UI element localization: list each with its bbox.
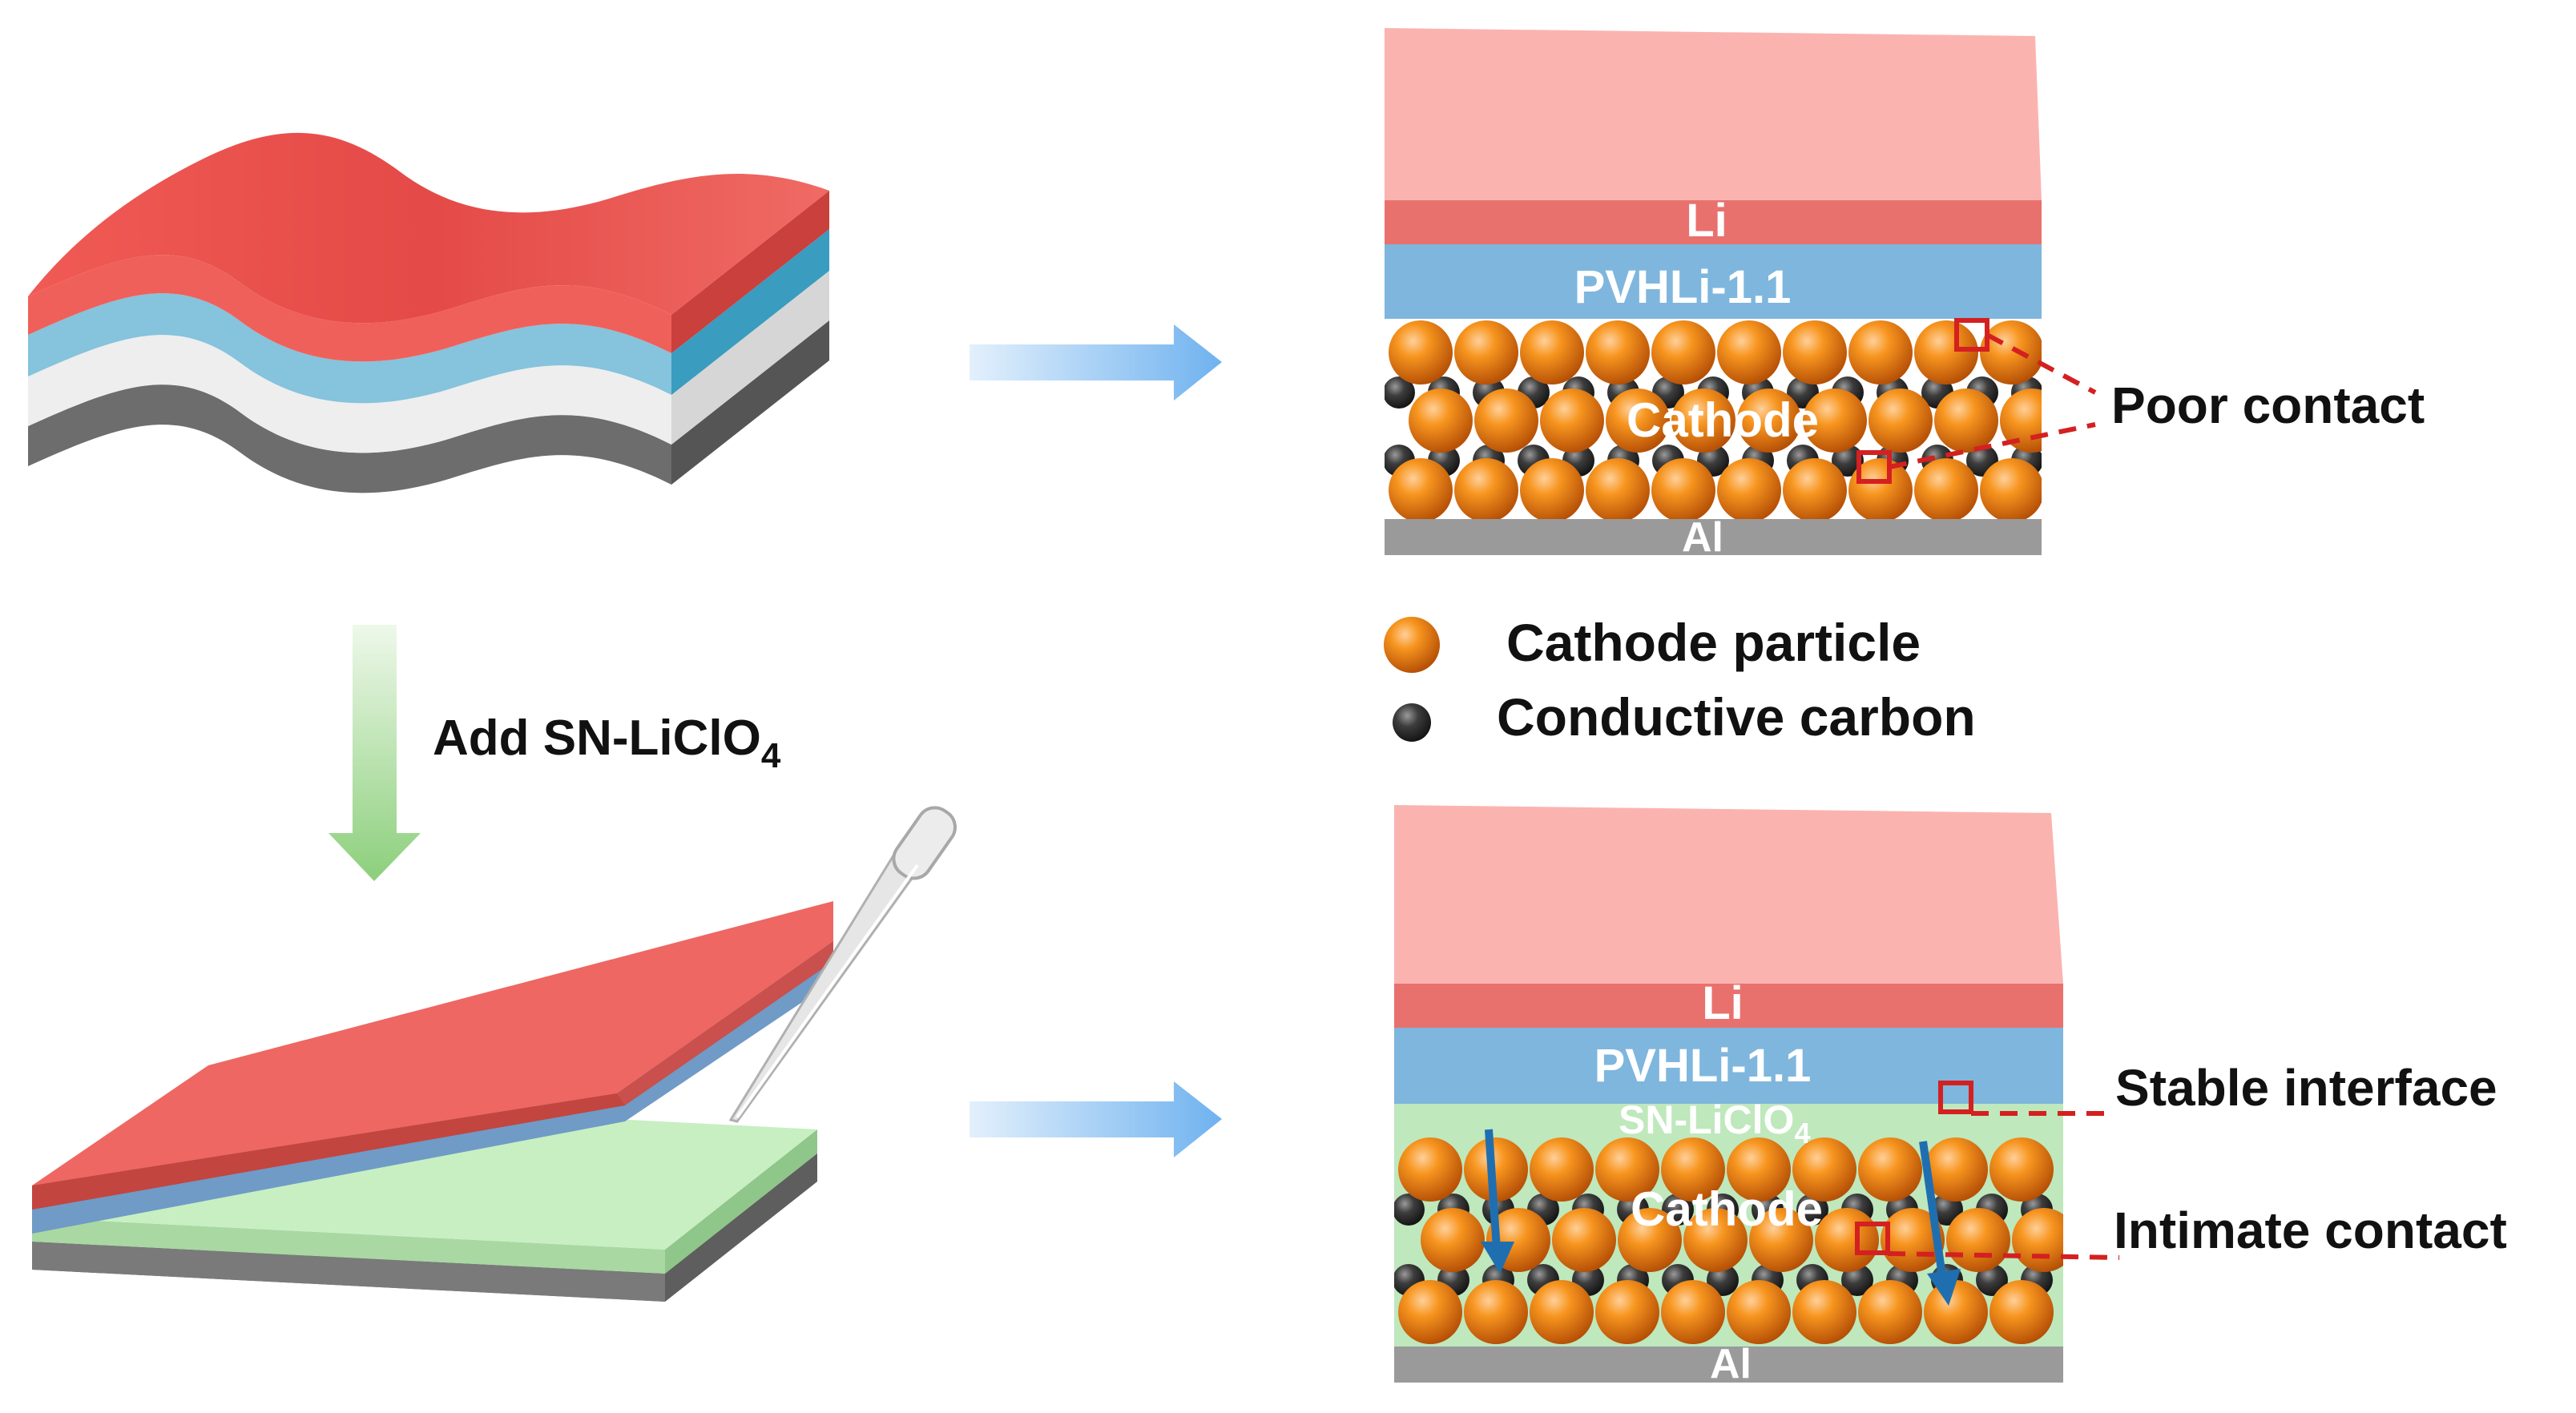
- contact-marker: [1855, 1222, 1890, 1255]
- assembling-cell-stack: [32, 901, 833, 1302]
- conductive-carbon: [1841, 1264, 1873, 1296]
- cathode-particle: [1848, 320, 1913, 384]
- cathode-particle: [1934, 388, 1998, 453]
- wavy-cell-stack: [28, 132, 829, 493]
- cathode-particle: [1586, 320, 1650, 384]
- cathode-particle: [1815, 1208, 1879, 1272]
- legend: Cathode particle Conductive carbon: [1384, 613, 1976, 747]
- cathode-layer-label: Cathode: [1631, 1182, 1823, 1236]
- intimate-contact-cross-section: Li PVHLi-1.1 SN-LiClO4 Cathode Al Stable…: [1394, 805, 2507, 1387]
- cathode-particle: [1783, 458, 1847, 519]
- cathode-particle: [1989, 1280, 2054, 1344]
- cathode-particle: [1661, 1137, 1725, 1202]
- cathode-particle: [2012, 1208, 2063, 1272]
- conductive-carbon: [1385, 376, 1415, 409]
- cathode-particle: [1586, 458, 1650, 519]
- cathode-particle: [1848, 458, 1913, 519]
- cathode-particle: [1803, 388, 1867, 453]
- collector-layer-label: Al: [1710, 1341, 1752, 1387]
- cathode-particle: [1540, 388, 1604, 453]
- process-arrow-icon: [970, 324, 1222, 401]
- cathode-particle: [1595, 1137, 1659, 1202]
- cathode-particle: [1618, 1208, 1682, 1272]
- poor-contact-cross-section: Li PVHLi-1.1 Cathode Al Poor contact: [1385, 28, 2425, 561]
- cathode-particle: [1530, 1280, 1594, 1344]
- process-arrow-icon: [970, 1081, 1222, 1157]
- poor-contact-callout: Poor contact: [2111, 376, 2425, 434]
- cathode-particle: [1683, 1208, 1748, 1272]
- cathode-particle: [1398, 1280, 1462, 1344]
- cathode-particle-layer: [1394, 1137, 2063, 1344]
- cathode-particle: [1398, 1137, 1462, 1202]
- conductive-carbon: [1931, 1194, 1963, 1226]
- cathode-particle: [1946, 1208, 2010, 1272]
- intimate-contact-callout: Intimate contact: [2114, 1202, 2507, 1259]
- cathode-particle: [1737, 388, 1801, 453]
- cathode-particle: [1924, 1137, 1988, 1202]
- cathode-particle: [1783, 320, 1847, 384]
- cathode-particle: [1671, 388, 1735, 453]
- cathode-particle: [1520, 458, 1584, 519]
- cathode-particle: [1749, 1208, 1813, 1272]
- cathode-layer-label: Cathode: [1627, 393, 1819, 447]
- cathode-particle: [1792, 1137, 1856, 1202]
- cathode-particle: [1980, 458, 2042, 519]
- cathode-particle: [1409, 388, 1473, 453]
- interface-marker: [1938, 1081, 1973, 1114]
- ion-flow-arrow: [1481, 1129, 1514, 1274]
- cathode-particle: [1727, 1137, 1791, 1202]
- cathode-particle: [1661, 1280, 1725, 1344]
- cathode-particle: [1530, 1137, 1594, 1202]
- cathode-particle: [1858, 1280, 1922, 1344]
- legend-carbon-label: Conductive carbon: [1497, 687, 1976, 747]
- li-layer-label: Li: [1686, 195, 1727, 247]
- conductive-carbon-icon: [1393, 703, 1431, 742]
- cathode-particle: [1989, 1137, 2054, 1202]
- cathode-particle: [1651, 458, 1715, 519]
- conductive-carbon: [1707, 1264, 1739, 1296]
- collector-layer-label: Al: [1682, 514, 1723, 561]
- cathode-particle: [1717, 320, 1781, 384]
- cathode-particle: [1520, 320, 1584, 384]
- cathode-particle: [1454, 458, 1518, 519]
- cathode-particle: [1858, 1137, 1922, 1202]
- conductive-carbon: [1796, 1194, 1828, 1226]
- cathode-particle: [1651, 320, 1715, 384]
- electrolyte-layer-label: PVHLi-1.1: [1574, 261, 1792, 313]
- electrolyte-layer-label: PVHLi-1.1: [1594, 1040, 1812, 1092]
- cathode-particle: [1464, 1280, 1528, 1344]
- cathode-particle: [1717, 458, 1781, 519]
- cathode-particle: [1727, 1280, 1791, 1344]
- cathode-particle-layer: [1385, 320, 2042, 519]
- cathode-particle: [1792, 1280, 1856, 1344]
- cathode-particle: [1595, 1280, 1659, 1344]
- cathode-particle: [1389, 320, 1453, 384]
- cathode-particle: [1454, 320, 1518, 384]
- cathode-particle: [1606, 388, 1670, 453]
- cathode-particle: [1914, 320, 1978, 384]
- cathode-particle: [1552, 1208, 1616, 1272]
- cathode-particle: [1869, 388, 1933, 453]
- cathode-particle: [1980, 320, 2042, 384]
- legend-particle-label: Cathode particle: [1506, 613, 1921, 672]
- process-arrow-icon: [329, 625, 421, 881]
- ion-flow-arrow: [1919, 1141, 1961, 1306]
- cathode-particle: [1474, 388, 1538, 453]
- cathode-particle: [1389, 458, 1453, 519]
- cathode-particle: [1421, 1208, 1485, 1272]
- conductive-carbon: [1394, 1194, 1425, 1226]
- cathode-particle: [1464, 1137, 1528, 1202]
- interlayer-label: SN-LiClO4: [1619, 1097, 1810, 1149]
- add-electrolyte-label: Add SN-LiClO4: [433, 711, 781, 775]
- stable-interface-callout: Stable interface: [2115, 1059, 2497, 1117]
- conductive-carbon: [1976, 1264, 2008, 1296]
- pipette-icon: [728, 806, 957, 1123]
- li-layer-label: Li: [1702, 977, 1744, 1029]
- cathode-particle-icon: [1384, 617, 1440, 673]
- conductive-carbon: [1832, 445, 1864, 477]
- cathode-particle: [1924, 1280, 1988, 1344]
- cathode-particle: [1914, 458, 1978, 519]
